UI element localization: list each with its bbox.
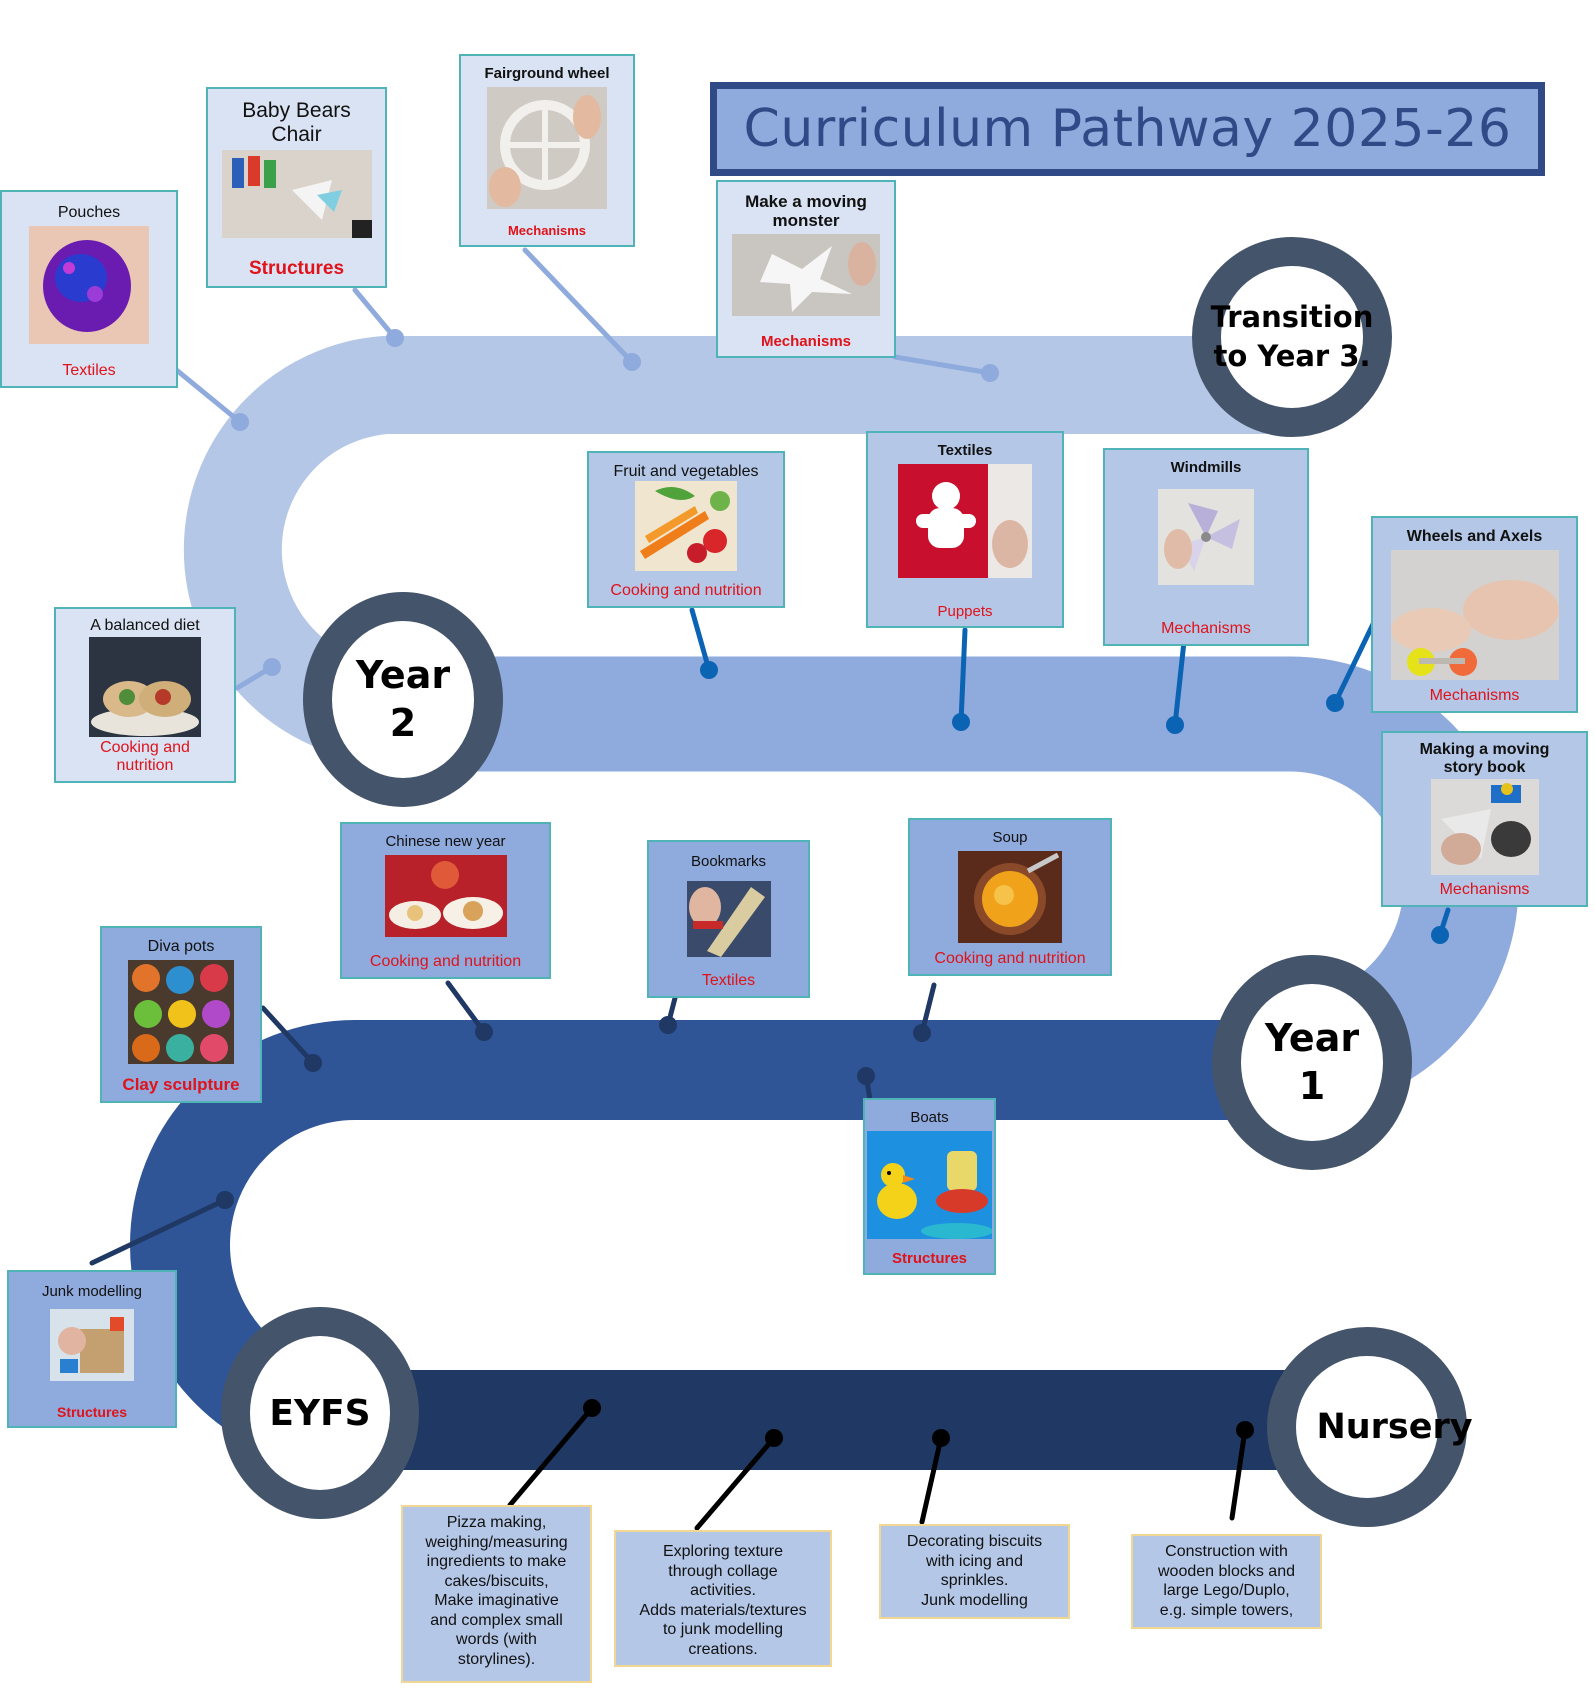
card-baby-bears-chair: Baby Bears Chair Structures bbox=[206, 87, 387, 288]
wrap-photo bbox=[89, 636, 201, 737]
wheels-photo bbox=[1390, 549, 1559, 680]
card-subject: Cooking and nutrition bbox=[934, 949, 1086, 967]
soup-photo bbox=[958, 850, 1062, 943]
chinese-food-photo bbox=[384, 854, 507, 937]
note-pizza-making: Pizza making, weighing/measuring ingredi… bbox=[401, 1505, 592, 1683]
monster-photo bbox=[732, 234, 880, 317]
pouch-photo bbox=[29, 225, 149, 344]
note-decorating-biscuits: Decorating biscuits with icing and sprin… bbox=[879, 1524, 1070, 1619]
card-title: Wheels and Axels bbox=[1406, 528, 1543, 545]
card-boats: Boats Structures bbox=[863, 1098, 996, 1275]
year2-upper-connector-dots bbox=[231, 329, 999, 676]
milestone-nursery: Nursery bbox=[1267, 1327, 1473, 1527]
card-wheels-axels: Wheels and Axels Mechanisms bbox=[1371, 516, 1578, 713]
card-title: Textiles bbox=[937, 442, 993, 459]
card-subject: Mechanisms bbox=[1161, 619, 1251, 637]
card-title: Boats bbox=[910, 1109, 949, 1126]
card-title: Junk modelling bbox=[41, 1283, 143, 1300]
card-textiles-puppets: Textiles Puppets bbox=[866, 431, 1064, 628]
milestone-transition-year3: Transition to Year 3. bbox=[1192, 237, 1392, 437]
title-banner: Curriculum Pathway 2025-26 bbox=[710, 82, 1545, 176]
card-title: Pouches bbox=[57, 204, 121, 221]
card-title: Chinese new year bbox=[385, 833, 506, 850]
card-title: Making a moving story book bbox=[1419, 741, 1550, 776]
note-exploring-texture: Exploring texture through collage activi… bbox=[614, 1530, 832, 1667]
windmill-photo bbox=[1158, 488, 1254, 585]
card-title: A balanced diet bbox=[90, 617, 200, 634]
card-subject: Cooking and nutrition bbox=[100, 738, 190, 775]
year2-lower-connector-dots bbox=[700, 661, 1449, 944]
milestone-year2: Year 2 bbox=[303, 592, 503, 807]
chair-photo bbox=[221, 150, 372, 239]
wheel-photo bbox=[487, 86, 607, 209]
card-fruit-vegetables: Fruit and vegetables Cooking and nutriti… bbox=[587, 451, 785, 608]
card-title: Make a moving monster bbox=[745, 192, 867, 231]
story-book-photo bbox=[1430, 778, 1539, 875]
year1-connector-dots bbox=[216, 1016, 931, 1209]
card-title: Bookmarks bbox=[690, 853, 767, 870]
card-subject: Cooking and nutrition bbox=[610, 581, 762, 599]
puppet-photo bbox=[898, 463, 1032, 578]
card-subject: Puppets bbox=[937, 602, 993, 620]
card-subject: Structures bbox=[891, 1249, 968, 1267]
card-moving-story-book: Making a moving story book Mechanisms bbox=[1381, 731, 1588, 907]
vegetables-photo bbox=[635, 480, 737, 571]
card-subject: Structures bbox=[56, 1403, 128, 1420]
card-fairground-wheel: Fairground wheel Mechanisms bbox=[459, 54, 635, 247]
card-subject: Mechanisms bbox=[1439, 880, 1530, 898]
milestone-eyfs: EYFS bbox=[221, 1307, 419, 1519]
card-subject: Textiles bbox=[701, 971, 756, 989]
card-chinese-new-year: Chinese new year Cooking and nutrition bbox=[340, 822, 551, 979]
card-subject: Clay sculpture bbox=[122, 1075, 240, 1095]
eyfs-connectors bbox=[507, 1405, 1248, 1531]
card-subject: Mechanisms bbox=[760, 332, 852, 350]
card-title: Windmills bbox=[1170, 459, 1242, 476]
card-windmills: Windmills Mechanisms bbox=[1103, 448, 1309, 646]
card-junk-modelling: Junk modelling Structures bbox=[7, 1270, 177, 1428]
eyfs-connector-dots bbox=[583, 1399, 1254, 1447]
milestone-year1: Year 1 bbox=[1212, 955, 1412, 1170]
card-diva-pots: Diva pots Clay sculpture bbox=[100, 926, 262, 1103]
card-soup: Soup Cooking and nutrition bbox=[908, 818, 1112, 976]
page-title: Curriculum Pathway 2025-26 bbox=[743, 99, 1512, 159]
card-title: Baby Bears Chair bbox=[242, 99, 351, 146]
card-moving-monster: Make a moving monster Mechanisms bbox=[716, 180, 896, 358]
boats-photo bbox=[867, 1130, 992, 1239]
card-title: Diva pots bbox=[147, 938, 215, 955]
note-construction: Construction with wooden blocks and larg… bbox=[1131, 1534, 1322, 1629]
card-subject: Mechanisms bbox=[507, 223, 587, 239]
card-subject: Cooking and nutrition bbox=[369, 952, 522, 970]
card-subject: Structures bbox=[248, 258, 345, 280]
diva-pots-photo bbox=[128, 959, 234, 1064]
card-balanced-diet: A balanced diet Cooking and nutrition bbox=[54, 607, 236, 783]
card-pouches: Pouches Textiles bbox=[0, 190, 178, 388]
card-bookmarks: Bookmarks Textiles bbox=[647, 840, 810, 998]
card-title: Fruit and vegetables bbox=[613, 463, 759, 480]
junk-model-photo bbox=[50, 1308, 134, 1381]
card-title: Fairground wheel bbox=[484, 65, 610, 82]
card-subject: Mechanisms bbox=[1429, 686, 1520, 704]
card-title: Soup bbox=[992, 829, 1028, 846]
bookmarks-photo bbox=[686, 880, 771, 957]
card-subject: Textiles bbox=[62, 361, 116, 379]
